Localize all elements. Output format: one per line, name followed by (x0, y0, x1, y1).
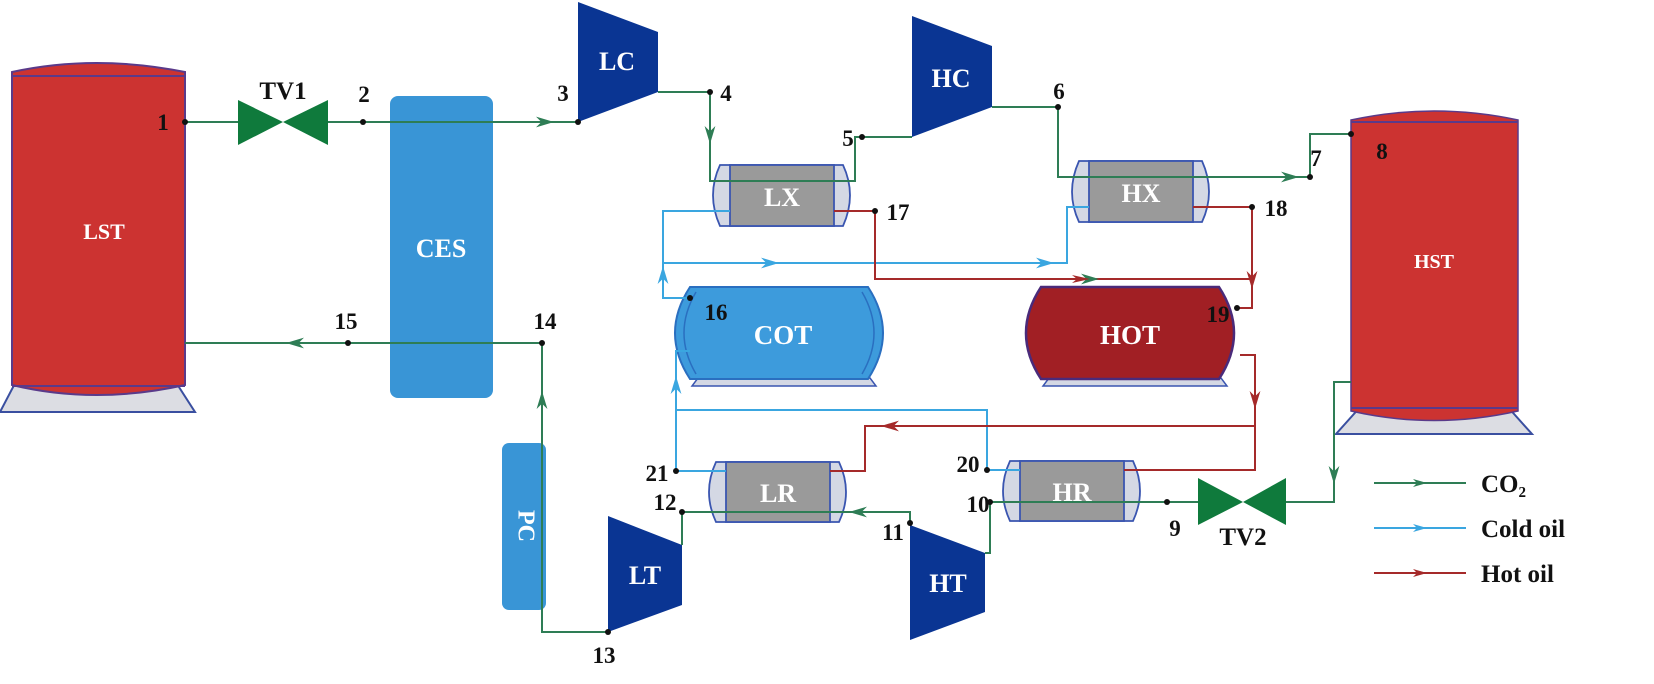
ces-unit: CES (390, 96, 493, 398)
state-point-15: 15 (335, 309, 358, 334)
state-point-17: 17 (887, 200, 910, 225)
tv2-label: TV2 (1219, 524, 1266, 551)
co2-lines (185, 91, 1351, 633)
hot-oil-arrow (1072, 275, 1090, 283)
state-point-1: 1 (157, 110, 169, 135)
legend-label-co2: CO₂ (1481, 471, 1526, 498)
state-point-4: 4 (720, 81, 732, 106)
legend-item-cold-oil: Cold oil (1374, 516, 1565, 543)
tv1-valve: TV1 (238, 78, 328, 145)
hc-label: HC (932, 64, 971, 93)
ht-turbine: HT (910, 525, 985, 640)
state-point-9: 9 (1169, 516, 1181, 541)
hc-compressor: HC (912, 16, 992, 137)
ces-label: CES (416, 234, 467, 263)
state-point-7: 7 (1310, 146, 1322, 171)
state-point-21: 21 (646, 461, 669, 486)
state-point-10: 10 (967, 492, 990, 517)
legend: CO₂ Cold oil Hot oil (1374, 471, 1565, 588)
legend-item-hot-oil: Hot oil (1374, 561, 1554, 588)
lt-label: LT (629, 561, 661, 590)
tv2-valve: TV2 (1198, 478, 1286, 551)
hot-tank: HOT (1024, 285, 1236, 387)
state-point-dots (182, 89, 1354, 635)
state-point-3: 3 (557, 81, 569, 106)
lx-label: LX (764, 183, 800, 212)
hst-label: HST (1414, 251, 1455, 273)
hst-tank: HST (1333, 110, 1535, 435)
state-point-6: 6 (1053, 79, 1065, 104)
state-point-13: 13 (593, 643, 616, 668)
hot-label: HOT (1100, 320, 1160, 350)
state-point-2: 2 (358, 82, 370, 107)
state-point-16: 16 (705, 300, 728, 325)
lc-compressor: LC (578, 2, 658, 122)
lt-turbine: LT (608, 516, 682, 632)
cot-label: COT (754, 320, 813, 350)
pc-label: PC (512, 510, 538, 542)
tv1-label: TV1 (259, 78, 306, 105)
state-point-labels: 1 2 3 4 5 6 7 8 9 10 11 12 13 14 15 16 1… (157, 79, 1388, 668)
lx-exchanger: LX (712, 164, 851, 227)
hr-exchanger: HR (1002, 460, 1141, 522)
legend-label-cold-oil: Cold oil (1481, 516, 1565, 543)
hot-oil-lines (830, 206, 1261, 472)
lst-tank: LST (0, 62, 197, 413)
legend-item-co2: CO₂ (1374, 471, 1526, 498)
lc-label: LC (599, 47, 635, 76)
hx-label: HX (1122, 179, 1161, 208)
hx-exchanger: HX (1071, 160, 1210, 223)
state-point-5: 5 (842, 126, 854, 151)
pc-unit: PC (502, 443, 546, 610)
legend-label-hot-oil: Hot oil (1481, 561, 1554, 588)
state-point-11: 11 (882, 520, 904, 545)
state-point-19: 19 (1207, 302, 1230, 327)
state-point-20: 20 (957, 452, 980, 477)
state-point-18: 18 (1265, 196, 1288, 221)
lst-label: LST (83, 219, 125, 244)
lr-label: LR (760, 479, 796, 508)
ht-label: HT (929, 569, 967, 598)
cold-oil-lines (657, 206, 1089, 472)
state-point-8: 8 (1376, 139, 1388, 164)
state-point-12: 12 (654, 490, 677, 515)
cot-tank: COT (674, 286, 884, 387)
state-point-14: 14 (534, 309, 558, 334)
